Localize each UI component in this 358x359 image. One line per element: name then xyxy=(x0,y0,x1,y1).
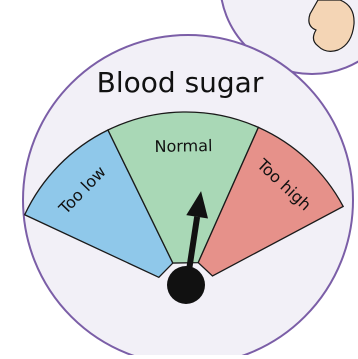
gauge-title: Blood sugar xyxy=(97,66,264,99)
needle-hub xyxy=(167,266,205,304)
zone-normal-label: Normal xyxy=(154,136,212,156)
hand-icon xyxy=(309,0,354,51)
